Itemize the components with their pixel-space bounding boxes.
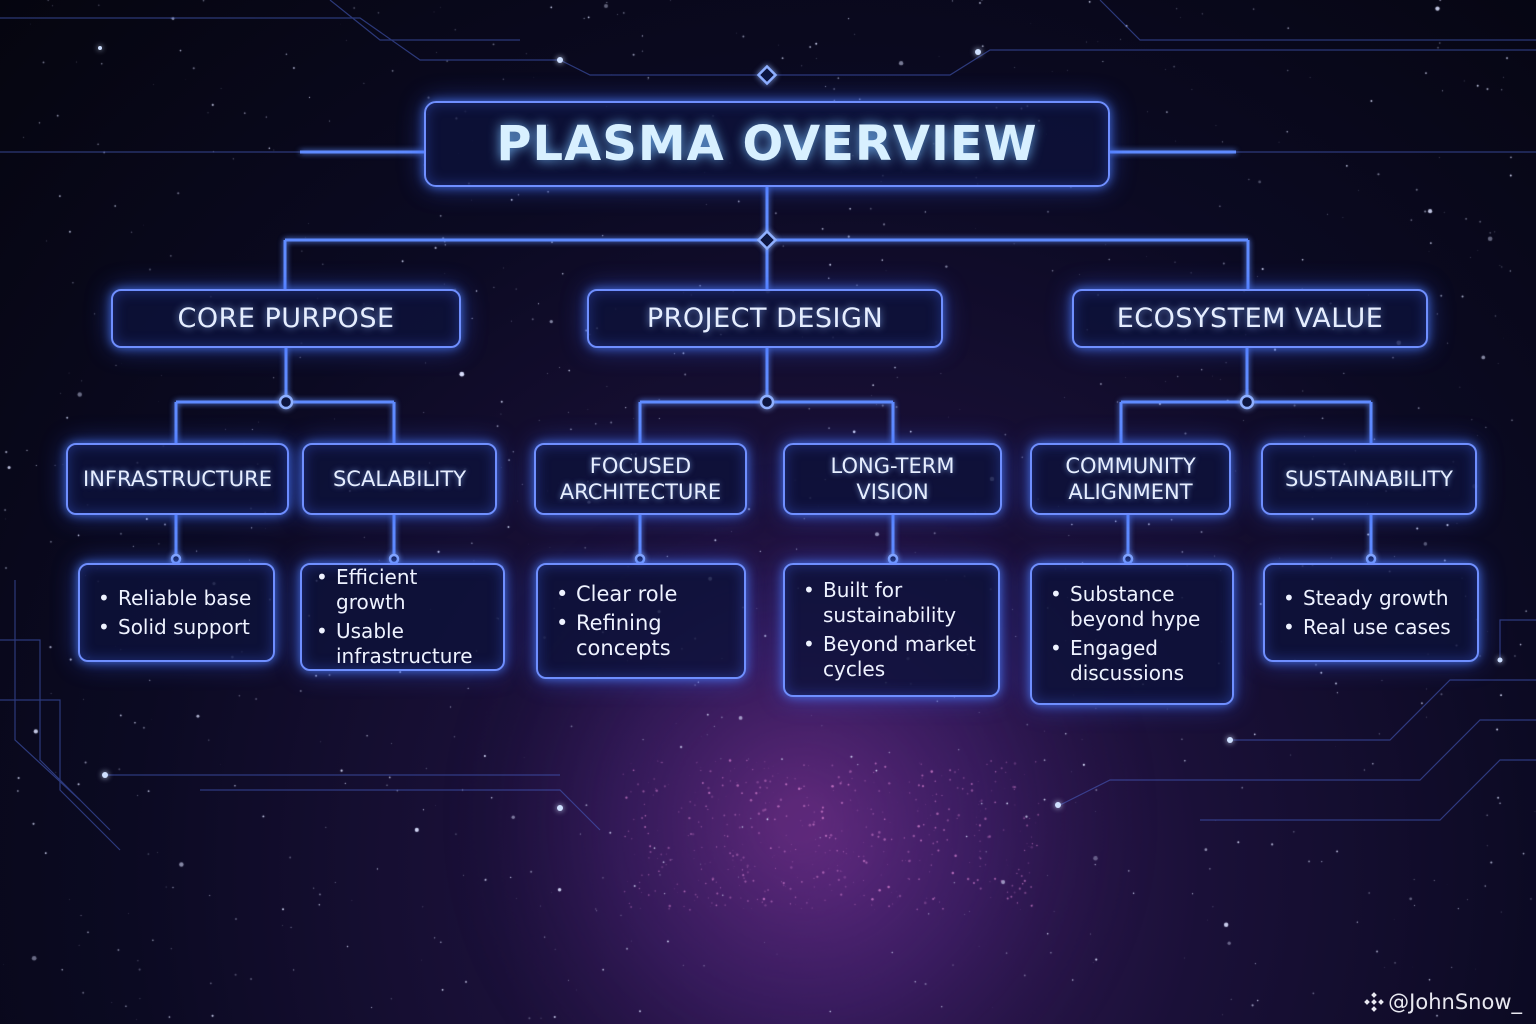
- bullet-item: Built for sustainability: [803, 578, 988, 628]
- category-ecosystem-value: ECOSYSTEM VALUE: [1072, 289, 1428, 348]
- bullet-item: Substance beyond hype: [1050, 582, 1222, 632]
- diagram-title: PLASMA OVERVIEW: [424, 101, 1110, 187]
- details-long-term-vision: Built for sustainability Beyond market c…: [783, 563, 1000, 697]
- decorative-circuit-traces: [0, 0, 1536, 851]
- bullet-item: Clear role: [556, 582, 734, 607]
- node-focused-architecture: FOCUSED ARCHITECTURE: [534, 443, 747, 515]
- details-scalability: Efficient growth Usable infrastructure: [300, 563, 505, 671]
- bullet-item: Engaged discussions: [1050, 636, 1222, 686]
- node-community-alignment: COMMUNITY ALIGNMENT: [1030, 443, 1231, 515]
- category-project-design: PROJECT DESIGN: [587, 289, 943, 348]
- watermark-handle: @JohnSnow_: [1388, 990, 1522, 1014]
- bullet-item: Solid support: [98, 615, 251, 640]
- binance-diamond-icon: [1364, 992, 1385, 1012]
- details-infrastructure: Reliable base Solid support: [78, 563, 275, 662]
- details-sustainability: Steady growth Real use cases: [1263, 563, 1479, 662]
- bullet-item: Usable infrastructure: [316, 619, 493, 669]
- node-infrastructure: INFRASTRUCTURE: [66, 443, 289, 515]
- details-community-alignment: Substance beyond hype Engaged discussion…: [1030, 563, 1234, 705]
- node-scalability: SCALABILITY: [302, 443, 497, 515]
- watermark: @JohnSnow_: [1364, 990, 1522, 1014]
- category-core-purpose: CORE PURPOSE: [111, 289, 461, 348]
- node-sustainability: SUSTAINABILITY: [1261, 443, 1477, 515]
- bullet-item: Beyond market cycles: [803, 632, 988, 682]
- glow-dots: [98, 46, 1503, 811]
- bullet-item: Reliable base: [98, 586, 251, 611]
- details-focused-architecture: Clear role Refining concepts: [536, 563, 746, 679]
- junction-nodes: [170, 64, 1377, 565]
- bullet-item: Real use cases: [1283, 615, 1451, 640]
- bullet-item: Refining concepts: [556, 611, 734, 661]
- bullet-item: Efficient growth: [316, 565, 493, 615]
- node-long-term-vision: LONG-TERM VISION: [783, 443, 1002, 515]
- bullet-item: Steady growth: [1283, 586, 1451, 611]
